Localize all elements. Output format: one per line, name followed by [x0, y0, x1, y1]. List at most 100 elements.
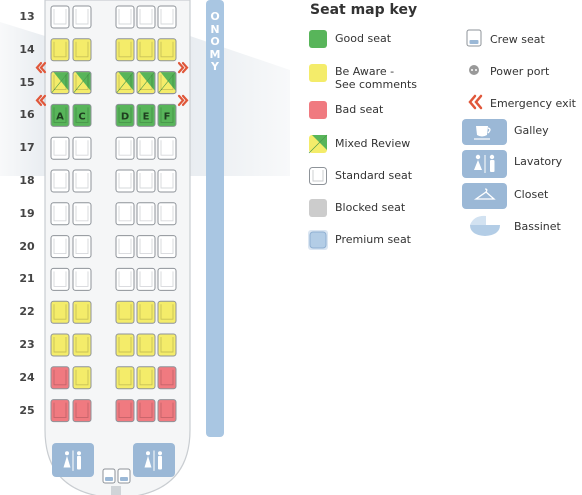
seat-14-c[interactable]	[72, 38, 92, 62]
seat-17-c[interactable]	[72, 136, 92, 160]
seat-23-e[interactable]	[136, 333, 156, 357]
seat-24-c[interactable]	[72, 366, 92, 390]
lavatory-icon	[52, 443, 94, 477]
seat-16-f[interactable]	[157, 103, 177, 127]
key-label-crew-seat: Crew seat	[490, 33, 545, 46]
seat-25-d[interactable]	[115, 399, 135, 423]
seat-row-21	[50, 267, 177, 291]
seat-15-f[interactable]	[157, 71, 177, 95]
seat-row-23	[50, 333, 177, 357]
lavatory-icon	[133, 443, 175, 477]
closet-icon	[462, 183, 507, 209]
cabin-label-letter: O	[210, 10, 220, 23]
seat-19-c[interactable]	[72, 202, 92, 226]
row-number: 25	[19, 403, 35, 417]
seat-20-f[interactable]	[157, 235, 177, 259]
seat-22-d[interactable]	[115, 300, 135, 324]
seat-13-a[interactable]	[50, 5, 70, 29]
seat-22-f[interactable]	[157, 300, 177, 324]
seat-21-d[interactable]	[115, 267, 135, 291]
seat-22-a[interactable]	[50, 300, 70, 324]
seat-22-c[interactable]	[72, 300, 92, 324]
seat-21-f[interactable]	[157, 267, 177, 291]
row-number: 21	[19, 272, 35, 286]
key-swatch-mixed	[308, 134, 328, 154]
seat-16-c[interactable]	[72, 103, 92, 127]
seat-row-19	[50, 202, 177, 226]
cabin-label-letter: M	[209, 47, 221, 61]
left-wing	[0, 22, 45, 176]
seat-13-e[interactable]	[136, 5, 156, 29]
key-swatch-bad	[309, 101, 327, 119]
seat-14-e[interactable]	[136, 38, 156, 62]
key-label-aware: Be Aware - See comments	[335, 65, 418, 91]
rear-door	[111, 486, 121, 495]
seat-17-d[interactable]	[115, 136, 135, 160]
seat-14-d[interactable]	[115, 38, 135, 62]
row-number: 13	[19, 10, 35, 23]
seat-14-a[interactable]	[50, 38, 70, 62]
seat-21-e[interactable]	[136, 267, 156, 291]
seat-21-c[interactable]	[72, 267, 92, 291]
seat-24-f[interactable]	[157, 366, 177, 390]
seat-20-c[interactable]	[72, 235, 92, 259]
key-label-bad: Bad seat	[335, 103, 384, 116]
row-number: 20	[19, 239, 35, 253]
seat-19-d[interactable]	[115, 202, 135, 226]
right-wing	[190, 36, 290, 176]
seat-row-25	[50, 399, 177, 423]
seat-letter: E	[143, 111, 150, 122]
row-number: 17	[19, 141, 35, 155]
key-label-mixed: Mixed Review	[335, 137, 411, 150]
seat-23-f[interactable]	[157, 333, 177, 357]
seat-18-e[interactable]	[136, 169, 156, 193]
seat-17-a[interactable]	[50, 136, 70, 160]
seat-20-d[interactable]	[115, 235, 135, 259]
seat-15-a[interactable]	[50, 71, 70, 95]
cabin-label-letter: O	[210, 35, 220, 48]
seat-25-a[interactable]	[50, 399, 70, 423]
seat-25-f[interactable]	[157, 399, 177, 423]
seat-19-e[interactable]	[136, 202, 156, 226]
seat-13-c[interactable]	[72, 5, 92, 29]
seat-16-a[interactable]	[50, 103, 70, 127]
seat-letter: C	[78, 111, 85, 122]
seat-15-e[interactable]	[136, 71, 156, 95]
seat-24-d[interactable]	[115, 366, 135, 390]
seat-23-a[interactable]	[50, 333, 70, 357]
seat-23-c[interactable]	[72, 333, 92, 357]
seat-17-e[interactable]	[136, 136, 156, 160]
seat-24-a[interactable]	[50, 366, 70, 390]
seat-row-24	[50, 366, 177, 390]
row-number: 18	[19, 174, 35, 187]
emergency-exit-icon	[468, 94, 483, 110]
key-swatch-good	[309, 30, 327, 48]
seat-20-a[interactable]	[50, 235, 70, 259]
seat-25-e[interactable]	[136, 399, 156, 423]
seat-18-f[interactable]	[157, 169, 177, 193]
seat-row-22	[50, 300, 177, 324]
seat-18-a[interactable]	[50, 169, 70, 193]
seat-15-d[interactable]	[115, 71, 135, 95]
seat-16-d[interactable]	[115, 103, 135, 127]
seat-23-d[interactable]	[115, 333, 135, 357]
seat-24-e[interactable]	[136, 366, 156, 390]
seat-19-f[interactable]	[157, 202, 177, 226]
seat-16-e[interactable]	[136, 103, 156, 127]
seat-18-c[interactable]	[72, 169, 92, 193]
emergency-exit-icon	[177, 94, 189, 106]
seat-18-d[interactable]	[115, 169, 135, 193]
seat-14-f[interactable]	[157, 38, 177, 62]
seat-13-d[interactable]	[115, 5, 135, 29]
seat-19-a[interactable]	[50, 202, 70, 226]
key-swatch-blocked	[309, 199, 327, 217]
seat-17-f[interactable]	[157, 136, 177, 160]
seat-21-a[interactable]	[50, 267, 70, 291]
seat-row-14	[50, 38, 177, 62]
seat-20-e[interactable]	[136, 235, 156, 259]
seat-13-f[interactable]	[157, 5, 177, 29]
seat-22-e[interactable]	[136, 300, 156, 324]
seat-25-c[interactable]	[72, 399, 92, 423]
seat-15-c[interactable]	[72, 71, 92, 95]
